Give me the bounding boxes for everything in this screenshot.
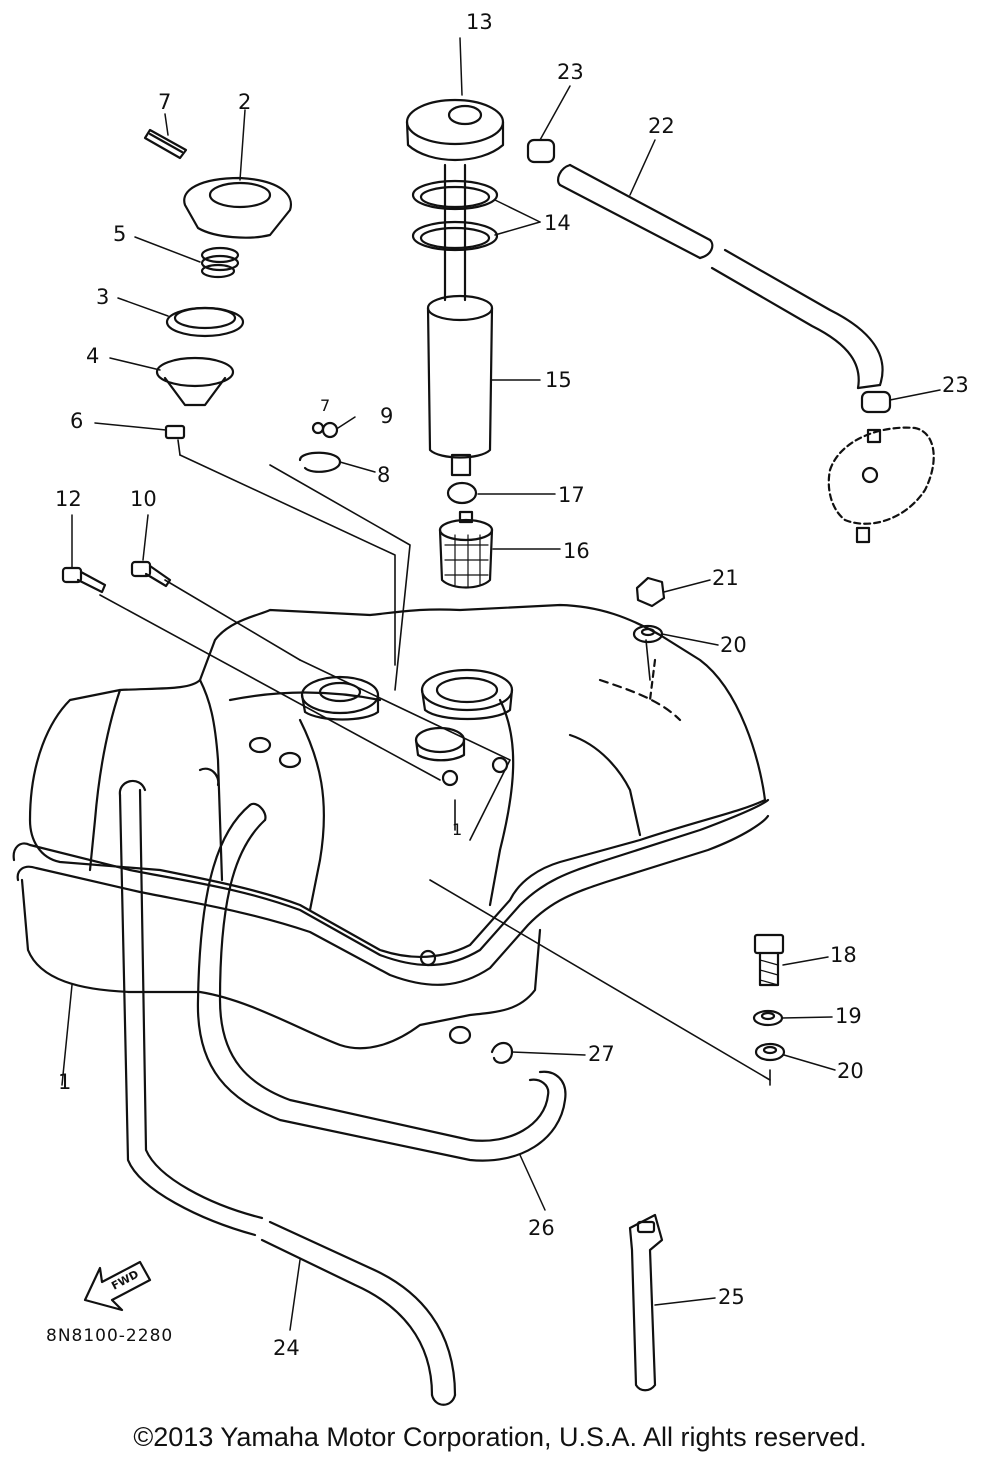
callout-18: 18 — [830, 943, 857, 967]
callout-13: 13 — [466, 10, 493, 34]
leader-lines — [99, 439, 771, 1086]
fuel-cap-parts — [143, 128, 293, 440]
callout-7: 7 — [158, 90, 172, 114]
fwd-label: FWD — [109, 1268, 141, 1293]
callout-20-bottom: 20 — [837, 1059, 864, 1083]
callout-14: 14 — [544, 211, 571, 235]
nut-washer-top — [632, 576, 666, 644]
callout-24: 24 — [273, 1336, 300, 1360]
clamp-parts — [298, 421, 342, 473]
vent-hose-22 — [526, 138, 935, 544]
callout-1-small: 1 — [452, 820, 463, 839]
hose-24 — [118, 767, 457, 1406]
callout-10: 10 — [130, 487, 157, 511]
callout-23-top: 23 — [557, 60, 584, 84]
part-code: 8N8100-2280 — [46, 1326, 174, 1346]
callout-6: 6 — [70, 409, 84, 433]
callout-19: 19 — [835, 1004, 862, 1028]
callout-20-top: 20 — [720, 633, 747, 657]
callout-21: 21 — [712, 566, 739, 590]
bolts — [61, 560, 172, 594]
callout-9: 9 — [380, 404, 394, 428]
copyright-notice: ©2013 Yamaha Motor Corporation, U.S.A. A… — [133, 1422, 867, 1452]
callout-5: 5 — [113, 222, 127, 246]
callout-2: 2 — [238, 90, 252, 114]
callout-4: 4 — [86, 344, 100, 368]
hose-26 — [196, 802, 567, 1162]
bolt-washers-lower — [752, 933, 786, 1062]
fuel-tank — [12, 603, 770, 1050]
callout-25: 25 — [718, 1285, 745, 1309]
clip-27 — [490, 1041, 514, 1064]
callout-12: 12 — [55, 487, 82, 511]
callout-23-right: 23 — [942, 373, 969, 397]
callout-3: 3 — [96, 285, 110, 309]
callout-leaders — [61, 37, 941, 1331]
callout-7-small: 7 — [320, 396, 331, 415]
callout-15: 15 — [545, 368, 572, 392]
strap-25 — [628, 1213, 664, 1392]
callout-22: 22 — [648, 114, 675, 138]
callout-16: 16 — [563, 539, 590, 563]
callout-8: 8 — [377, 463, 391, 487]
fuel-pump-parts — [405, 98, 505, 589]
forward-arrow-icon: FWD — [83, 1260, 152, 1312]
callout-27: 27 — [588, 1042, 615, 1066]
callout-1: 1 — [58, 1070, 72, 1094]
callout-17: 17 — [558, 483, 585, 507]
callout-26: 26 — [528, 1216, 555, 1240]
